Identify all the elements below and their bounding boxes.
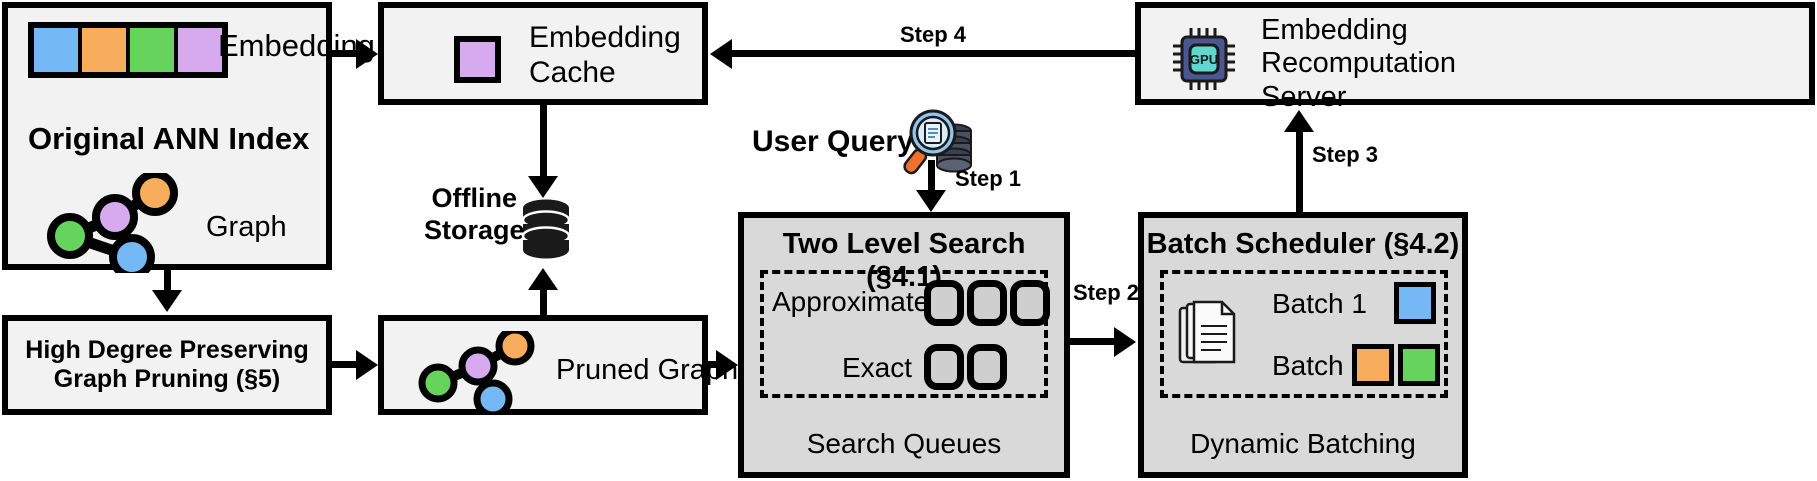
arrow-index-to-pruning-head: [152, 290, 182, 312]
approximate-queue-tile[interactable]: [967, 280, 1007, 326]
batch-2-swatch-green: [1398, 344, 1440, 386]
documents-icon: [1178, 300, 1236, 364]
offline-storage-label: Offline Storage: [424, 183, 525, 246]
pruned-graph-panel: Pruned Graph: [378, 315, 738, 415]
arrow-pruned-to-storage-line: [540, 290, 547, 316]
dynamic-batching-caption: Dynamic Batching: [1190, 428, 1416, 459]
arrow-step3-head: [1284, 110, 1314, 132]
arrow-index-to-pruning-line: [164, 270, 171, 294]
step-2-label: Step 2: [1073, 280, 1140, 305]
arrow-index-to-cache-head: [356, 39, 378, 69]
step-3-label: Step 3: [1312, 142, 1379, 167]
pruned-graph-illustration: [418, 331, 535, 413]
pruned-graph-label: Pruned Graph: [556, 354, 739, 386]
embedding-cell-orange: [82, 28, 126, 72]
embedding-cell-green: [130, 28, 174, 72]
embedding-cache-swatch: [454, 36, 501, 83]
recomputation-server-title: Embedding Recomputation Server: [1261, 14, 1457, 113]
original-ann-index-title: Original ANN Index: [28, 121, 310, 156]
arrow-step3-line: [1296, 130, 1303, 212]
search-database-icon: [903, 109, 972, 175]
graph-label: Graph: [206, 211, 287, 243]
arrow-step4-line: [730, 50, 1135, 57]
embedding-swatch-strip: [28, 22, 228, 78]
graph-pruning-title: High Degree Preserving Graph Pruning (§5…: [25, 336, 309, 393]
exact-row-label: Exact: [842, 352, 913, 383]
approximate-queue-tile[interactable]: [1010, 280, 1050, 326]
approximate-queue-tile[interactable]: [924, 280, 964, 326]
svg-text:GPU: GPU: [1190, 52, 1218, 67]
batch-1-swatch-blue: [1394, 282, 1436, 324]
arrow-pruned-to-storage-head: [528, 268, 558, 290]
batch-scheduler-panel: Batch Scheduler (§4.2) Batch 1 Batch 2: [1138, 212, 1468, 478]
arrow-cache-to-storage-head: [528, 176, 558, 198]
original-ann-index-panel: Embedding Original ANN Index Graph: [2, 2, 375, 273]
batch-1-label: Batch 1: [1272, 288, 1367, 319]
batch-2-swatch-orange: [1352, 344, 1394, 386]
database-icon: [521, 199, 571, 259]
two-level-search-title: Two Level Search (§4.1): [782, 228, 1026, 294]
dynamic-batching-dashed-region: Batch 1 Batch 2: [1160, 270, 1448, 398]
ann-index-graph: [47, 173, 178, 273]
exact-queue-tile[interactable]: [924, 344, 964, 390]
step-1-label: Step 1: [955, 166, 1022, 191]
exact-queue-tile[interactable]: [967, 344, 1007, 390]
arrow-cache-to-storage-line: [540, 105, 547, 183]
arrow-step2-head: [1114, 327, 1136, 357]
arrow-pruned-to-search-line: [708, 361, 722, 368]
user-query-label: User Query: [752, 125, 914, 158]
search-queues-caption: Search Queues: [806, 428, 1002, 459]
embedding-cell-purple: [178, 28, 222, 72]
embedding-label: Embedding: [218, 28, 375, 63]
embedding-cache-panel: Embedding Cache: [378, 2, 708, 105]
two-level-search-panel: Two Level Search (§4.1) Approximate Exac…: [738, 212, 1070, 478]
gpu-icon: GPU: [1173, 28, 1235, 90]
recomputation-server-panel: GPU Embedding Recomputation Server: [1135, 2, 1815, 113]
embedding-cache-title: Embedding Cache: [529, 21, 681, 89]
embedding-cell-blue: [34, 28, 78, 72]
arrow-step4-head: [710, 39, 732, 69]
arrow-step2-line: [1070, 338, 1120, 345]
arrow-pruning-to-pruned-head: [356, 350, 378, 380]
search-queues-dashed-region: Approximate Exact: [760, 270, 1050, 398]
batch-scheduler-title: Batch Scheduler (§4.2): [1146, 228, 1460, 260]
graph-pruning-panel: High Degree Preserving Graph Pruning (§5…: [2, 315, 332, 415]
arrow-pruned-to-search-head: [716, 350, 738, 380]
arrow-step1-head: [916, 190, 946, 212]
arrow-step1-line: [928, 160, 935, 196]
approximate-row-label: Approximate: [772, 286, 930, 317]
step-4-label: Step 4: [900, 22, 967, 47]
arrow-index-to-cache-line: [332, 50, 358, 57]
arrow-pruning-to-pruned-line: [332, 361, 358, 368]
